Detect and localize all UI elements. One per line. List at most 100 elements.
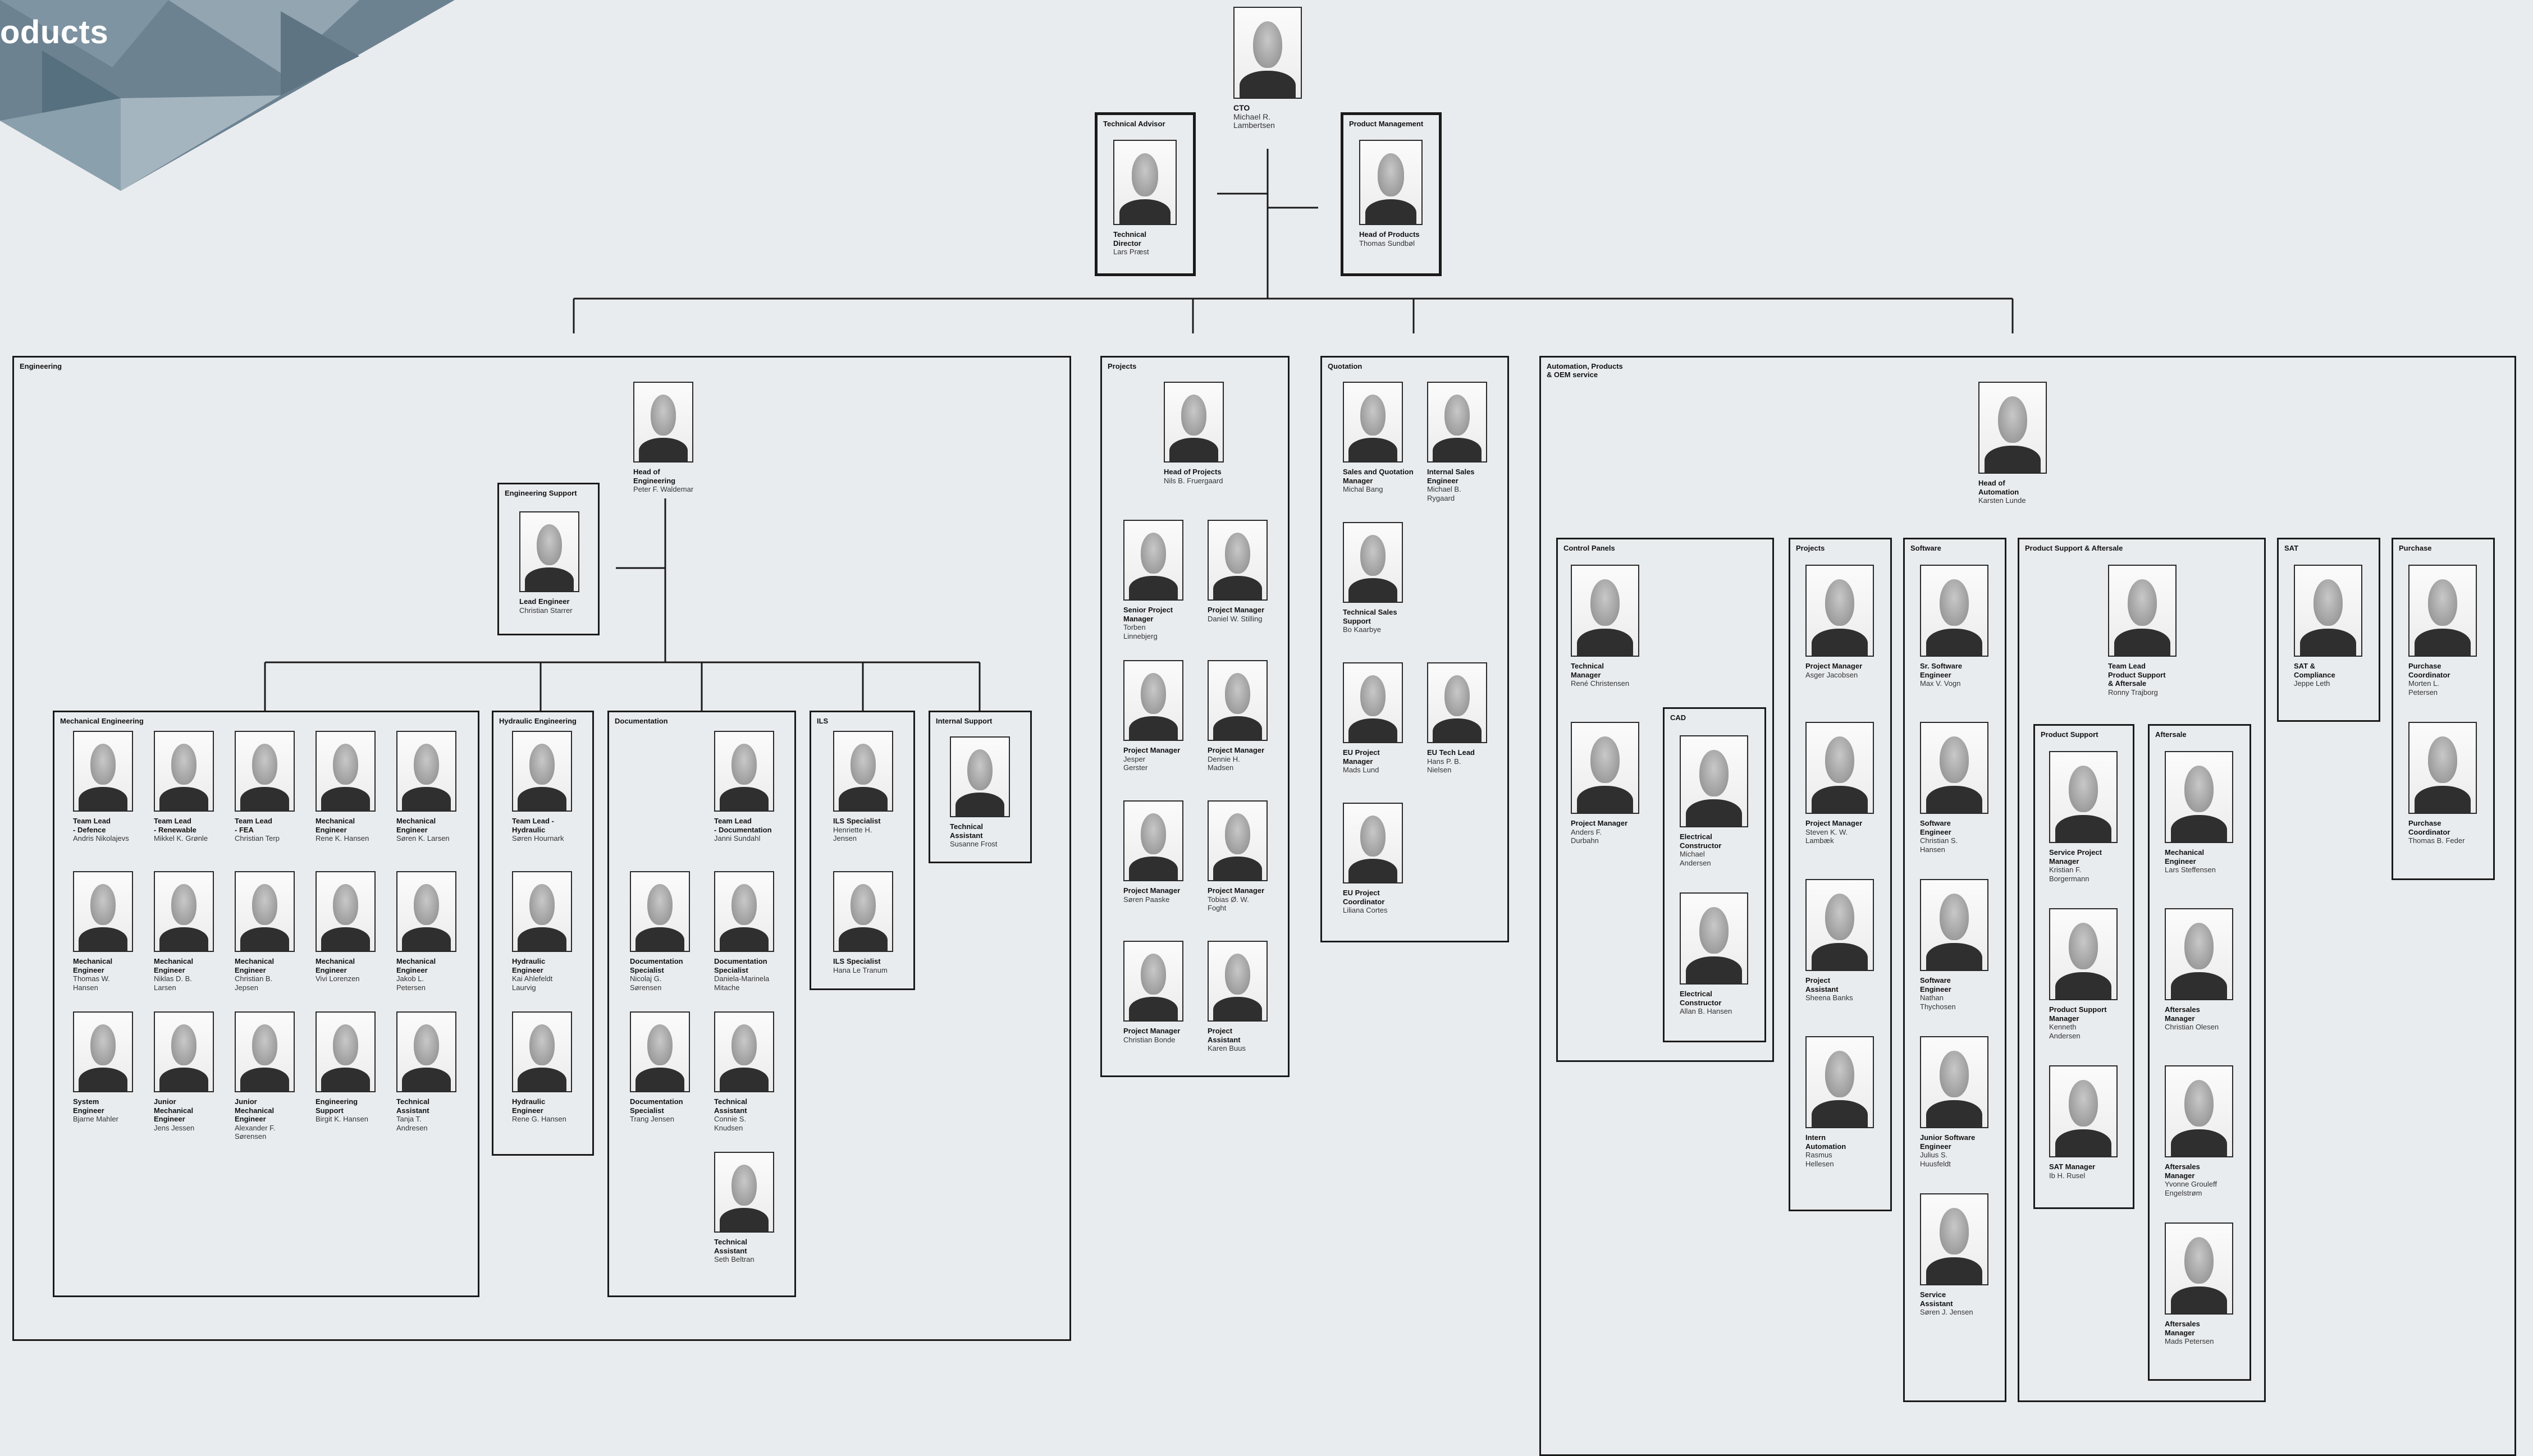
person-name: Janni Sundahl: [714, 834, 761, 843]
person-name: Christian Bonde: [1123, 1035, 1176, 1044]
person-photo: [154, 871, 214, 952]
person-photo: [714, 1152, 774, 1233]
person-photo: [1359, 140, 1423, 225]
person-role: Project Manager: [1123, 886, 1181, 895]
person-photo: [1343, 382, 1403, 463]
engineering-title: Engineering: [20, 362, 62, 370]
person-role: SAT & Compliance: [2294, 662, 2335, 679]
head-of-projects-card: Head of Projects Nils B. Fruergaard: [1164, 382, 1254, 485]
person-photo: [2165, 1223, 2233, 1315]
cto-photo: [1233, 7, 1302, 99]
person-photo: [2408, 722, 2477, 814]
person-name: Birgit K. Hansen: [316, 1115, 368, 1123]
person-name: Rene K. Hansen: [316, 834, 369, 843]
person-role: Mechanical Engineer: [396, 957, 436, 974]
person-role: Project Manager: [1805, 662, 1863, 670]
person-name: Christian Starrer: [519, 606, 573, 615]
person-role: Project Manager: [1208, 746, 1265, 754]
person-role: Software Engineer: [1920, 976, 1951, 993]
person-photo: [154, 1011, 214, 1092]
person-photo: [512, 1011, 572, 1092]
person-role: Team Lead - FEA: [235, 817, 272, 834]
person-name: Jesper Gerster: [1123, 754, 1148, 772]
person-role: Project Manager: [1123, 1027, 1181, 1035]
person-name: Søren K. Larsen: [396, 834, 450, 843]
head-of-engineering-card: Head of Engineering Peter F. Waldemar: [633, 382, 723, 494]
person-photo: [316, 731, 376, 812]
person-photo: [235, 1011, 295, 1092]
person-name: Christian Terp: [235, 834, 280, 843]
person-photo: [1920, 1193, 1988, 1285]
person-name: Sheena Banks: [1805, 993, 1853, 1002]
person-role: Technical Manager: [1571, 662, 1604, 679]
internal-support-title: Internal Support: [936, 717, 993, 725]
person-role: Project Manager: [1571, 819, 1628, 827]
aftersale-title: Aftersale: [2155, 730, 2187, 739]
person-name: Mads Petersen: [2165, 1337, 2214, 1345]
person-role: ILS Specialist: [833, 957, 881, 965]
person-name: Susanne Frost: [950, 840, 998, 848]
documentation-title: Documentation: [615, 717, 668, 725]
person-name: René Christensen: [1571, 679, 1630, 688]
person-photo: [519, 511, 579, 592]
person-name: Mads Lund: [1343, 766, 1379, 774]
person-photo: [1571, 722, 1639, 814]
person-role: Purchase Coordinator: [2408, 662, 2450, 679]
person-role: Documentation Specialist: [630, 1097, 683, 1115]
person-photo: [1571, 565, 1639, 657]
person-photo: [1123, 800, 1183, 881]
person-role: Service Project Manager: [2049, 848, 2102, 866]
person-name: Jeppe Leth: [2294, 679, 2330, 688]
projects-title: Projects: [1108, 362, 1137, 370]
projects-department: Projects: [1100, 356, 1290, 1077]
cto-role: CTO: [1233, 103, 1250, 112]
person-photo: [1208, 520, 1268, 601]
mechanical-engineering-box: Mechanical Engineering: [53, 711, 479, 1297]
person-name: Tanja T. Andresen: [396, 1115, 428, 1132]
person-photo: [2049, 908, 2118, 1000]
person-name: Andris Nikolajevs: [73, 834, 129, 843]
person-role: Sr. Software Engineer: [1920, 662, 1963, 679]
person-role: Technical Sales Support: [1343, 608, 1397, 625]
person-name: Asger Jacobsen: [1805, 670, 1858, 679]
sat-box: SAT: [2277, 538, 2380, 722]
person-photo: [1208, 800, 1268, 881]
person-name: Nathan Thychosen: [1920, 993, 1956, 1011]
person-name: Thomas Sundbøl: [1359, 239, 1415, 248]
product-support-aftersale-box: Product Support & Aftersale: [2018, 538, 2266, 1402]
person-name: Søren Paaske: [1123, 895, 1170, 904]
person-name: Steven K. W. Lambæk: [1805, 827, 1848, 845]
person-photo: [833, 731, 893, 812]
person-role: Head of Projects: [1164, 468, 1222, 476]
person-name: Henriette H. Jensen: [833, 825, 872, 843]
person-role: Senior Project Manager: [1123, 606, 1173, 623]
technical-director-card: Technical Director Lars Præst: [1113, 140, 1203, 257]
person-name: Max V. Vogn: [1920, 679, 1961, 688]
person-name: Michael Andersen: [1680, 850, 1711, 867]
person-role: Software Engineer: [1920, 819, 1951, 836]
person-role: Electrical Constructor: [1680, 832, 1722, 850]
person-role: ILS Specialist: [833, 817, 881, 825]
person-photo: [630, 871, 690, 952]
software-box: Software: [1903, 538, 2006, 1402]
person-name: Thomas W. Hansen: [73, 974, 110, 992]
person-role: Technical Assistant: [396, 1097, 430, 1115]
ils-title: ILS: [817, 717, 829, 725]
person-name: Christian B. Jepsen: [235, 974, 273, 992]
